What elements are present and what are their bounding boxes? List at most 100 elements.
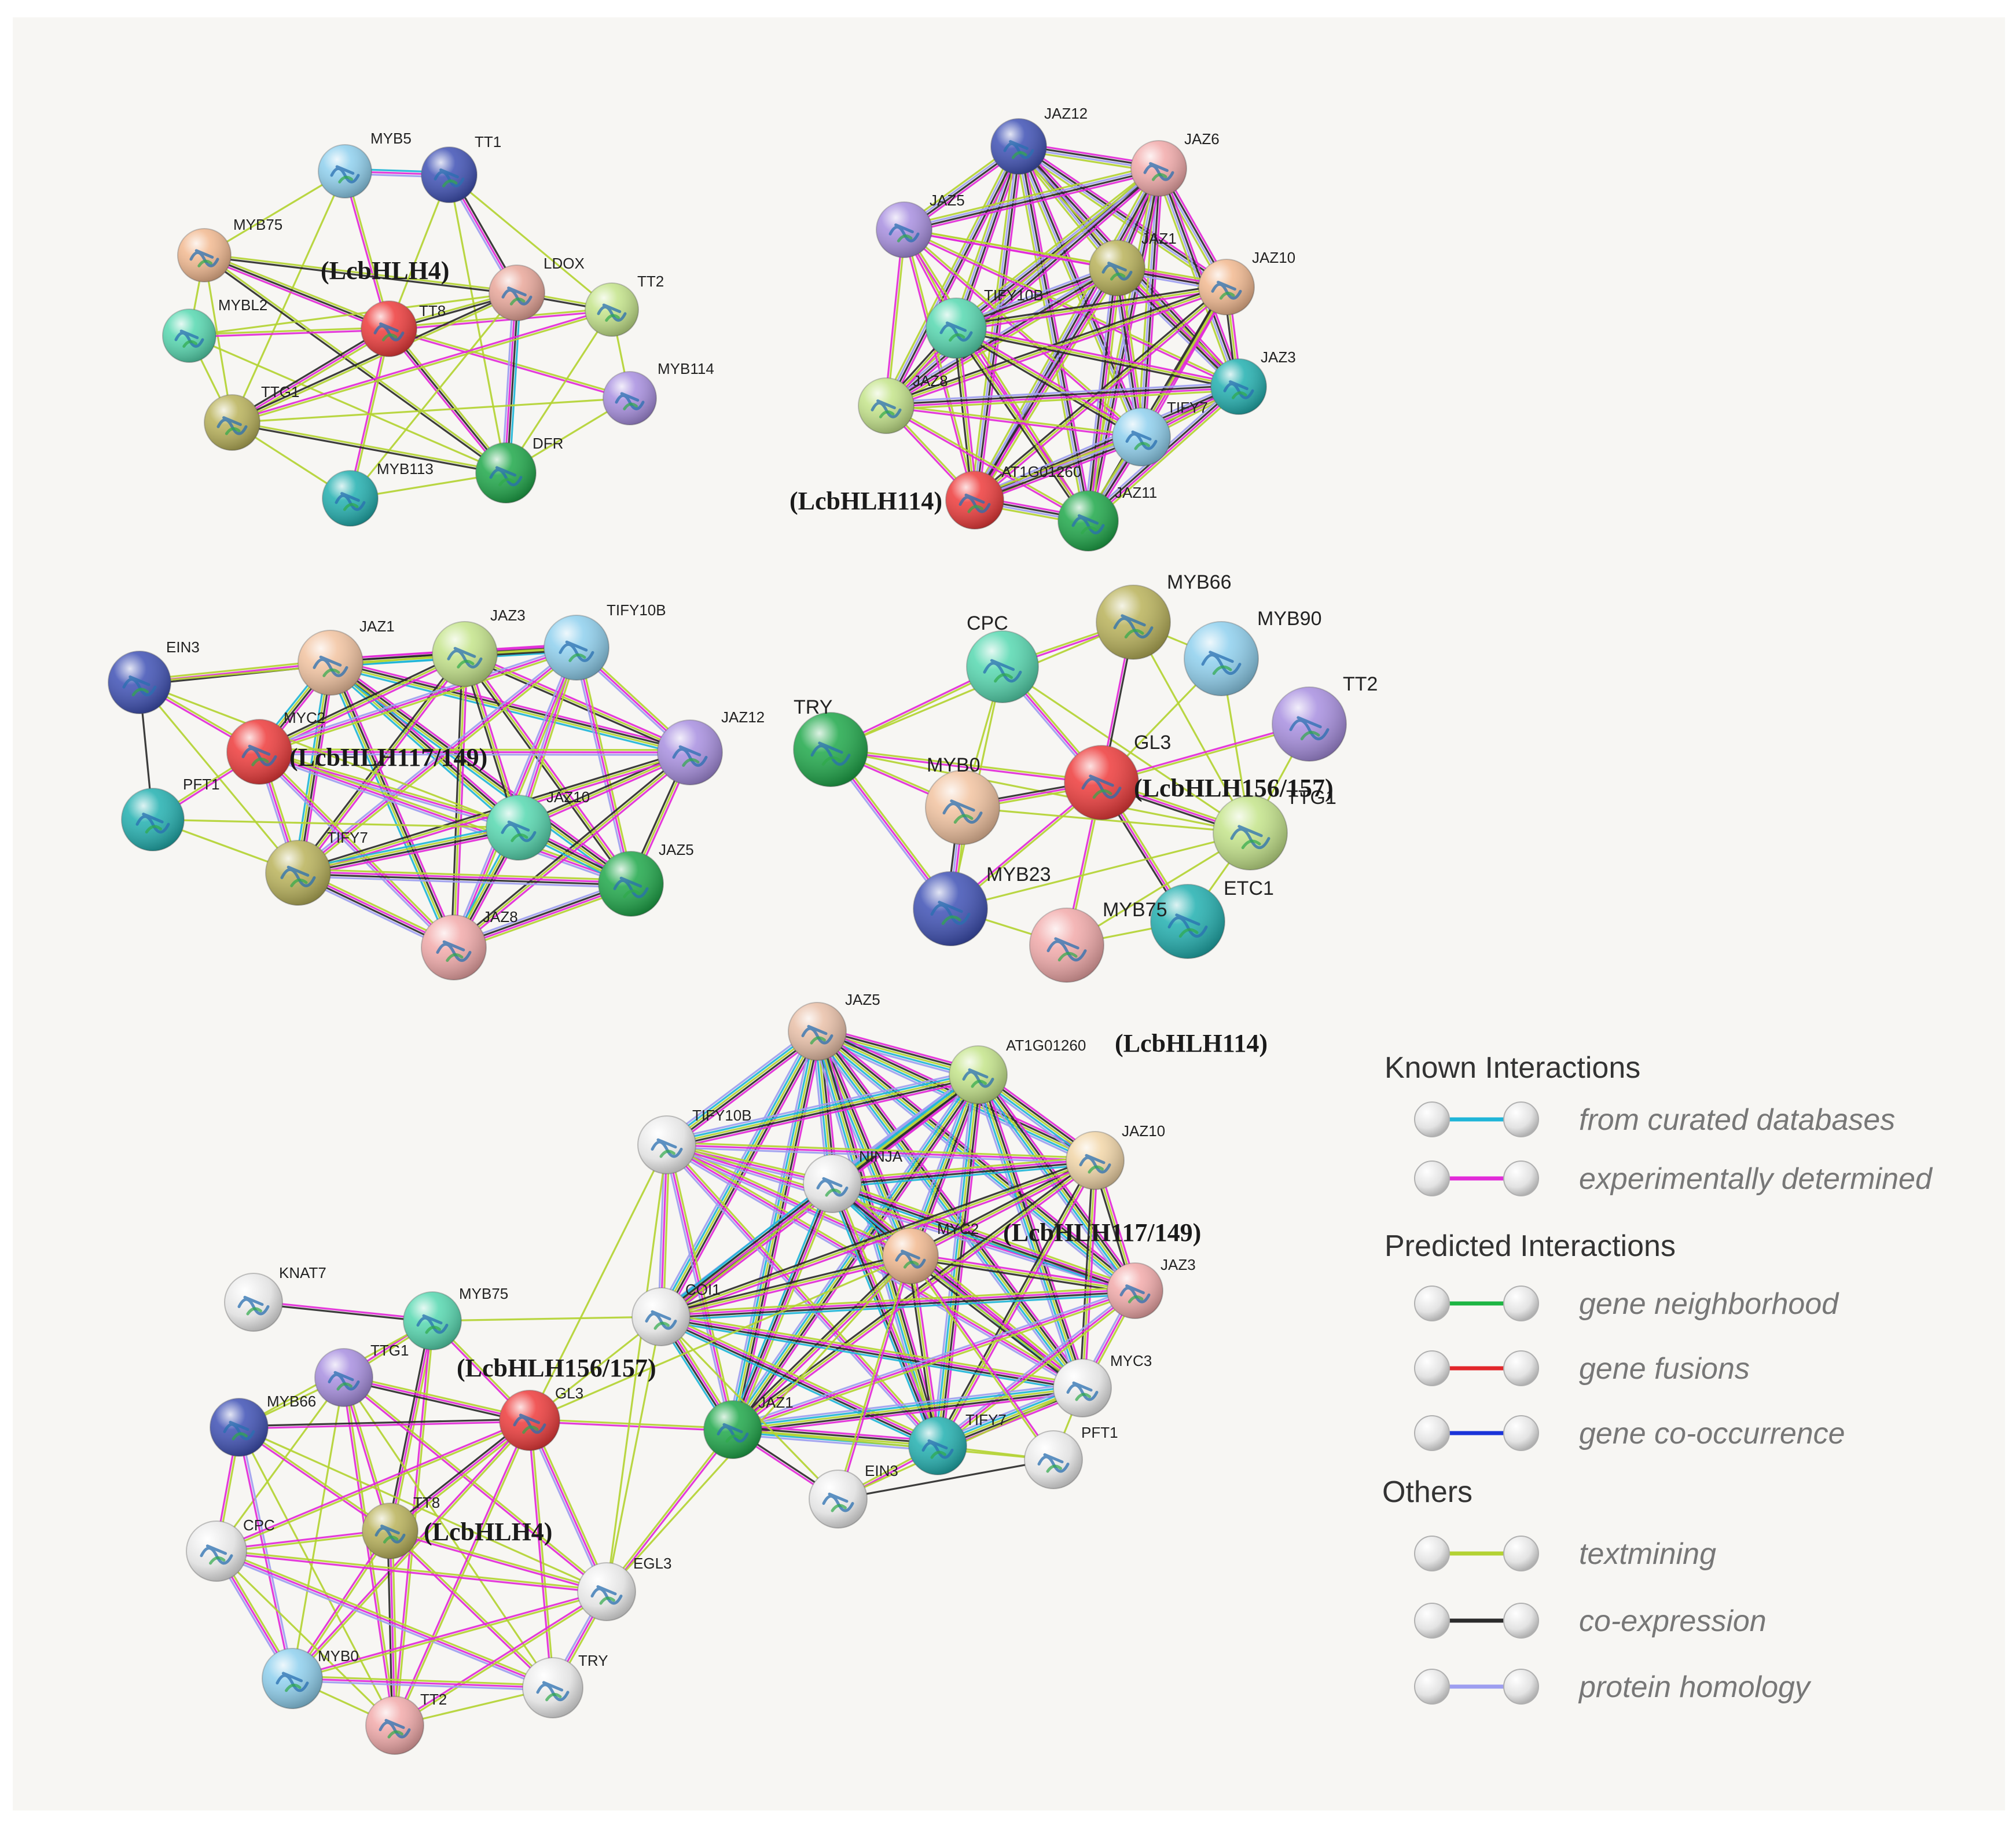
node-myb75[interactable]: MYB75 bbox=[177, 216, 282, 282]
edge-textmining bbox=[910, 1255, 1083, 1389]
node-myb23[interactable]: MYB23 bbox=[913, 864, 1051, 946]
node-jaz12[interactable]: JAZ12 bbox=[657, 708, 765, 785]
node-tify10b[interactable]: TIFY10B bbox=[637, 1107, 752, 1174]
node-myb114[interactable]: MYB114 bbox=[603, 360, 714, 425]
node-tify7[interactable]: TIFY7 bbox=[1112, 399, 1208, 467]
structure-glyph bbox=[511, 833, 528, 842]
node-cpc[interactable]: CPC bbox=[966, 612, 1039, 703]
edge-textmining bbox=[448, 174, 613, 311]
edge-textmining bbox=[956, 327, 1142, 438]
edge-textmining bbox=[956, 327, 1239, 388]
structure-glyph bbox=[501, 287, 533, 306]
edges bbox=[882, 142, 1243, 526]
node-tt2[interactable]: TT2 bbox=[365, 1691, 447, 1755]
node-jaz1[interactable]: JAZ1 bbox=[703, 1394, 794, 1459]
edge-textmining bbox=[299, 649, 579, 876]
node-gl3[interactable]: GL3 bbox=[499, 1384, 583, 1451]
node-jaz10[interactable]: JAZ10 bbox=[1198, 249, 1295, 315]
edge-homology bbox=[298, 875, 631, 888]
node-tt2[interactable]: TT2 bbox=[585, 273, 664, 337]
edge-textmining bbox=[956, 286, 1227, 329]
node-at1g01260[interactable]: AT1G01260 bbox=[949, 1037, 1086, 1104]
node-jaz5[interactable]: JAZ5 bbox=[876, 192, 965, 258]
node-tt2[interactable]: TT2 bbox=[1272, 673, 1378, 762]
node-tify7[interactable]: TIFY7 bbox=[908, 1411, 1007, 1475]
node-myb66[interactable]: MYB66 bbox=[1096, 571, 1232, 660]
node-jaz1[interactable]: JAZ1 bbox=[298, 618, 395, 696]
edge-textmining bbox=[238, 1426, 607, 1593]
node-myc2[interactable]: MYC2 bbox=[882, 1220, 979, 1284]
node-label: TRY bbox=[578, 1652, 608, 1669]
node-try[interactable]: TRY bbox=[522, 1652, 608, 1718]
node-mybl2[interactable]: MYBL2 bbox=[162, 296, 267, 363]
node-ldox[interactable]: LDOX bbox=[489, 255, 585, 321]
node-tify10b[interactable]: TIFY10B bbox=[926, 287, 1044, 359]
node-myb66[interactable]: MYB66 bbox=[210, 1393, 316, 1457]
node-coi1[interactable]: COI1 bbox=[631, 1281, 721, 1346]
node-dfr[interactable]: DFR bbox=[475, 435, 563, 504]
node-myb0[interactable]: MYB0 bbox=[925, 754, 1000, 845]
node-pft1[interactable]: PFT1 bbox=[121, 776, 220, 851]
node-shading bbox=[794, 712, 868, 787]
node-myb113[interactable]: MYB113 bbox=[322, 460, 434, 527]
node-knat7[interactable]: KNAT7 bbox=[224, 1264, 326, 1332]
node-jaz10[interactable]: JAZ10 bbox=[486, 788, 590, 861]
edge-coexpression bbox=[298, 828, 519, 875]
node-pft1[interactable]: PFT1 bbox=[1024, 1424, 1118, 1489]
edge-coexpression bbox=[230, 326, 388, 421]
node-ein3[interactable]: EIN3 bbox=[809, 1462, 898, 1529]
node-label: TTG1 bbox=[370, 1342, 409, 1359]
edge-experimental bbox=[386, 329, 505, 475]
node-tify10b[interactable]: TIFY10B bbox=[544, 601, 666, 681]
node-ttg1[interactable]: TTG1 bbox=[314, 1342, 409, 1407]
node-tt8[interactable]: TT8 bbox=[361, 300, 446, 357]
structure-glyph bbox=[1046, 937, 1087, 962]
structure-glyph bbox=[425, 1325, 441, 1334]
edge-homology bbox=[256, 752, 453, 950]
node-myc3[interactable]: MYC3 bbox=[1053, 1352, 1152, 1417]
node-jaz8[interactable]: JAZ8 bbox=[858, 372, 948, 434]
node-cpc[interactable]: CPC bbox=[186, 1516, 275, 1582]
node-tt1[interactable]: TT1 bbox=[421, 133, 501, 203]
node-label: JAZ12 bbox=[1044, 105, 1088, 122]
node-jaz1[interactable]: JAZ1 bbox=[1089, 230, 1177, 296]
node-jaz8[interactable]: JAZ8 bbox=[421, 908, 518, 980]
node-tify7[interactable]: TIFY7 bbox=[265, 829, 368, 906]
edge-coexpression bbox=[975, 437, 1143, 502]
structure-glyph bbox=[328, 1371, 360, 1391]
node-jaz3[interactable]: JAZ3 bbox=[432, 607, 526, 687]
node-myb0[interactable]: MYB0 bbox=[262, 1647, 359, 1709]
node-jaz5[interactable]: JAZ5 bbox=[788, 991, 880, 1061]
node-jaz3[interactable]: JAZ3 bbox=[1210, 348, 1296, 415]
node-jaz6[interactable]: JAZ6 bbox=[1130, 130, 1220, 197]
edge-homology bbox=[501, 292, 515, 473]
edge-textmining bbox=[578, 647, 634, 884]
edge-homology bbox=[573, 648, 630, 885]
node-myb75[interactable]: MYB75 bbox=[1029, 899, 1167, 983]
edge-experimental bbox=[733, 1162, 1097, 1433]
node-jaz12[interactable]: JAZ12 bbox=[990, 105, 1088, 175]
node-ein3[interactable]: EIN3 bbox=[108, 638, 200, 714]
node-at1g01260[interactable]: AT1G01260 bbox=[945, 463, 1081, 530]
node-egl3[interactable]: EGL3 bbox=[577, 1555, 672, 1621]
node-jaz3[interactable]: JAZ3 bbox=[1107, 1256, 1196, 1319]
node-jaz10[interactable]: JAZ10 bbox=[1066, 1122, 1165, 1190]
edge-coexpression bbox=[388, 328, 507, 474]
node-ttg1[interactable]: TTG1 bbox=[204, 383, 299, 451]
node-jaz5[interactable]: JAZ5 bbox=[598, 841, 694, 917]
node-label: DFR bbox=[533, 435, 563, 452]
node-myb75[interactable]: MYB75 bbox=[403, 1285, 508, 1350]
node-etc1[interactable]: ETC1 bbox=[1150, 877, 1274, 959]
node-tt8[interactable]: TT8 bbox=[362, 1494, 440, 1559]
node-try[interactable]: TRY bbox=[793, 696, 868, 787]
node-ninja[interactable]: NINJA bbox=[803, 1148, 903, 1213]
node-myb90[interactable]: MYB90 bbox=[1184, 608, 1322, 696]
edge-curated bbox=[975, 1075, 1081, 1389]
node-gl3[interactable]: GL3 bbox=[1064, 732, 1171, 820]
edge-experimental bbox=[341, 1378, 395, 1726]
node-myb5[interactable]: MYB5 bbox=[318, 130, 412, 199]
node-myc2[interactable]: MYC2 bbox=[226, 709, 325, 785]
structure-glyph bbox=[1125, 430, 1158, 450]
node-jaz11[interactable]: JAZ11 bbox=[1057, 484, 1157, 552]
node-ttg1[interactable]: TTG1 bbox=[1213, 787, 1336, 871]
